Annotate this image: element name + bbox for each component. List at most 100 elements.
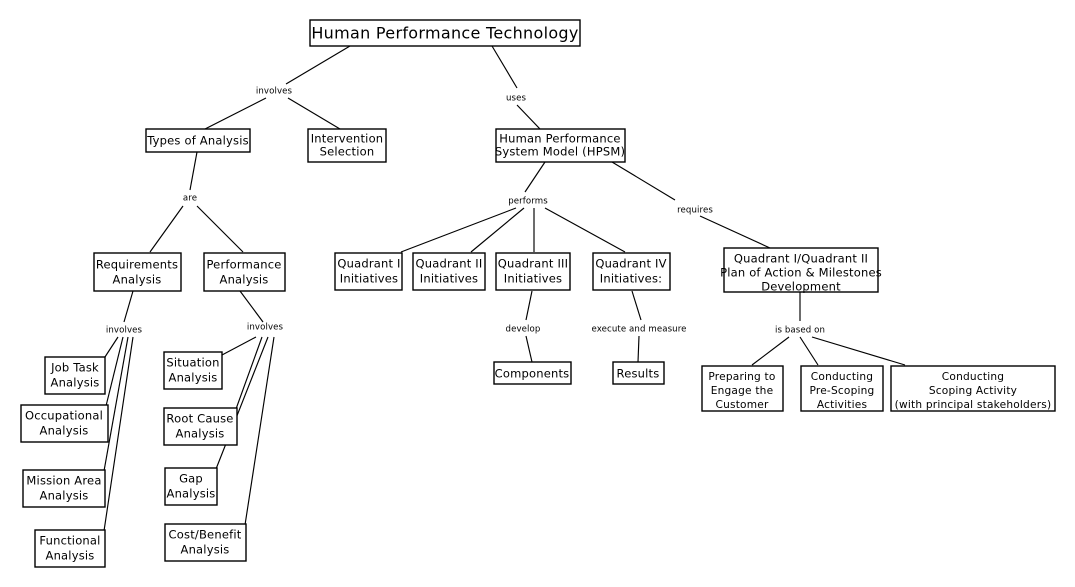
node-human-performance-technology[interactable]: Human Performance Technology [309,19,581,47]
node-intervention-selection[interactable]: Intervention Selection [307,128,387,163]
node-label-quadrant-iv-line1: Quadrant IV [595,257,666,271]
edge-root-to-involves [285,45,351,85]
node-box-quadrant-iv[interactable] [592,252,671,291]
node-quadrant-ii-initiatives[interactable]: Quadrant II Initiatives [412,252,486,291]
node-label-quadrant-iv-line2: Initiatives: [600,272,662,286]
node-label-preparing-customer-line2: Engage the [711,385,774,397]
node-preparing-to-engage-the-customer[interactable]: Preparing to Engage the Customer [701,365,784,412]
edge-involves-to-intervention [287,97,341,130]
edge-performs-to-q1 [400,207,517,253]
edge-develop-to-components [525,335,533,363]
node-label-quadrant-iii-line2: Initiatives [504,272,562,286]
link-label-layer: involves uses are involves involves perf… [106,87,825,336]
node-box-requirements-analysis[interactable] [93,252,182,292]
node-components[interactable]: Components [493,361,572,385]
node-label-poam-line1: Quadrant I/Quadrant II [734,252,868,266]
link-label-involves-top: involves [256,87,293,97]
edge-basedon-to-preparing [751,336,790,366]
node-box-pre-scoping[interactable] [800,365,884,412]
node-types-of-analysis[interactable]: Types of Analysis [145,128,251,153]
node-layer: Human Performance Technology Types of An… [20,19,1056,568]
node-box-occupational-analysis[interactable] [20,404,109,443]
node-box-root-cause-analysis[interactable] [163,407,238,446]
edge-performs-to-q4 [544,207,626,253]
node-label-occupational-analysis-line1: Occupational [25,409,103,423]
node-results[interactable]: Results [612,361,665,385]
edge-performs-to-q2 [470,207,525,253]
node-label-mission-area-analysis-line1: Mission Area [26,474,101,488]
edge-hpsm-to-requires [611,161,676,201]
node-quadrant-iii-initiatives[interactable]: Quadrant III Initiatives [495,252,571,291]
node-box-gap-analysis[interactable] [164,467,218,506]
link-label-develop: develop [506,325,541,335]
node-label-results: Results [617,367,660,381]
edge-layer [102,45,906,532]
node-box-functional-analysis[interactable] [34,529,106,568]
edge-involves-to-functional [103,336,134,532]
node-quadrant-i-initiatives[interactable]: Quadrant I Initiatives [334,252,403,291]
node-label-quadrant-i-line2: Initiatives [340,272,398,286]
edge-requirements-to-involves [123,290,134,323]
node-box-scoping-activity[interactable] [890,365,1056,412]
node-poam[interactable]: Quadrant I/Quadrant II Plan of Action & … [720,247,882,294]
node-label-mission-area-analysis-line2: Analysis [40,489,89,503]
node-box-components[interactable] [493,361,572,385]
node-label-performance-analysis-line2: Analysis [220,273,269,287]
node-functional-analysis[interactable]: Functional Analysis [34,529,106,568]
node-label-cost-benefit-analysis-line2: Analysis [181,543,230,557]
node-root-cause-analysis[interactable]: Root Cause Analysis [163,407,238,446]
node-box-types-of-analysis[interactable] [145,128,251,153]
node-box-quadrant-iii[interactable] [495,252,571,291]
node-box-intervention-selection[interactable] [307,128,387,163]
node-box-job-task-analysis[interactable] [44,356,106,395]
node-label-preparing-customer-line1: Preparing to [708,371,775,383]
edge-involves-to-cost-benefit [244,336,275,526]
link-label-performs: performs [508,197,548,207]
node-box-hpsm[interactable] [495,128,626,163]
node-box-results[interactable] [612,361,665,385]
edge-are-to-requirements [149,205,184,253]
node-label-requirements-analysis-line2: Analysis [113,273,162,287]
node-label-intervention-selection-line1: Intervention [311,132,384,146]
node-requirements-analysis[interactable]: Requirements Analysis [93,252,182,292]
node-box-performance-analysis[interactable] [203,252,286,292]
node-performance-analysis[interactable]: Performance Analysis [203,252,286,292]
node-conducting-scoping-activity[interactable]: Conducting Scoping Activity (with princi… [890,365,1056,412]
node-label-quadrant-iii-line1: Quadrant III [498,257,569,271]
node-situation-analysis[interactable]: Situation Analysis [163,351,223,390]
node-label-occupational-analysis-line2: Analysis [40,424,89,438]
node-quadrant-iv-initiatives[interactable]: Quadrant IV Initiatives: [592,252,671,291]
node-label-hpsm-line1: Human Performance [499,132,620,146]
node-label-quadrant-ii-line1: Quadrant II [416,257,483,271]
node-occupational-analysis[interactable]: Occupational Analysis [20,404,109,443]
node-conducting-pre-scoping-activities[interactable]: Conducting Pre-Scoping Activities [800,365,884,412]
edge-root-to-uses [491,45,518,89]
link-label-execute-and-measure: execute and measure [591,325,686,335]
node-label-scoping-activity-line1: Conducting [942,371,1004,383]
node-label-functional-analysis-line1: Functional [39,534,100,548]
node-label-pre-scoping-line1: Conducting [811,371,873,383]
node-box-preparing-customer[interactable] [701,365,784,412]
node-label-poam-line3: Development [761,280,841,294]
node-job-task-analysis[interactable]: Job Task Analysis [44,356,106,395]
node-mission-area-analysis[interactable]: Mission Area Analysis [22,469,106,508]
node-hpsm[interactable]: Human Performance System Model (HPSM) [495,128,626,163]
node-box-cost-benefit-analysis[interactable] [164,523,247,562]
node-cost-benefit-analysis[interactable]: Cost/Benefit Analysis [164,523,247,562]
node-box-mission-area-analysis[interactable] [22,469,106,508]
node-box-quadrant-ii[interactable] [412,252,486,291]
node-box-situation-analysis[interactable] [163,351,223,390]
edge-involves-to-gap [215,336,269,470]
node-label-requirements-analysis-line1: Requirements [96,258,178,272]
node-label-hpsm-line2: System Model (HPSM) [495,145,625,159]
node-box-quadrant-i[interactable] [334,252,403,291]
node-box-poam[interactable] [723,247,879,293]
node-label-root-cause-analysis-line1: Root Cause [166,412,233,426]
node-gap-analysis[interactable]: Gap Analysis [164,467,218,506]
node-label-pre-scoping-line3: Activities [817,399,867,411]
node-label-gap-analysis-line2: Analysis [167,487,216,501]
node-box-root[interactable] [309,19,581,47]
edge-uses-to-hpsm [516,104,541,130]
edge-types-to-are [189,151,198,191]
